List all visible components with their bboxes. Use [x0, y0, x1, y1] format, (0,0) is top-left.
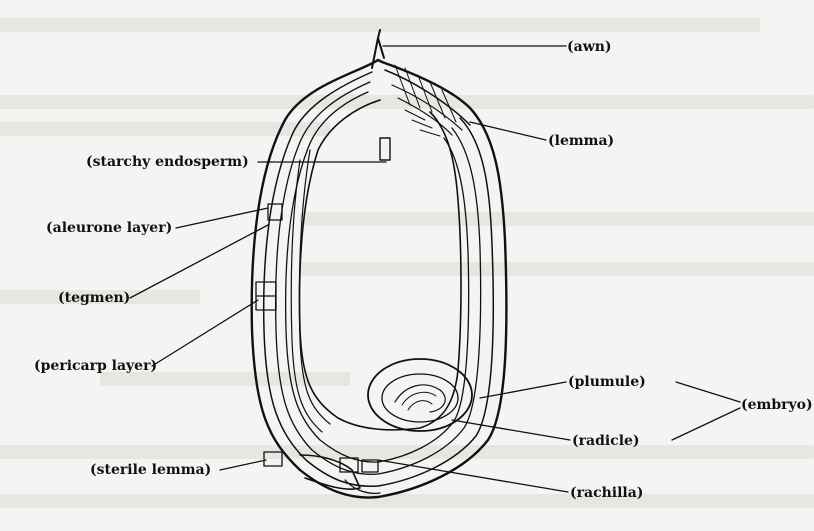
- label-embryo: (embryo): [741, 397, 813, 413]
- label-lemma: (lemma): [548, 133, 614, 149]
- leader-sterile-lemma: [220, 460, 266, 470]
- label-plumule: (plumule): [568, 374, 646, 390]
- label-rachilla: (rachilla): [570, 485, 643, 501]
- leader-lemma: [470, 122, 546, 140]
- leader-embryo-lower: [672, 408, 740, 440]
- label-tegmen: (tegmen): [58, 290, 130, 306]
- label-pericarp-layer: (pericarp layer): [34, 358, 157, 374]
- label-sterile-lemma: (sterile lemma): [90, 462, 211, 478]
- label-aleurone-layer: (aleurone layer): [46, 220, 172, 236]
- leader-embryo-upper: [676, 382, 740, 402]
- label-starchy-endosperm: (starchy endosperm): [86, 154, 249, 170]
- leader-radicle: [452, 420, 570, 440]
- label-awn: (awn): [567, 39, 612, 55]
- leader-rachilla: [378, 460, 568, 492]
- leader-plumule: [480, 382, 566, 398]
- label-radicle: (radicle): [572, 433, 640, 449]
- leader-pericarp-layer: [152, 300, 258, 366]
- leader-aleurone-layer: [176, 208, 268, 228]
